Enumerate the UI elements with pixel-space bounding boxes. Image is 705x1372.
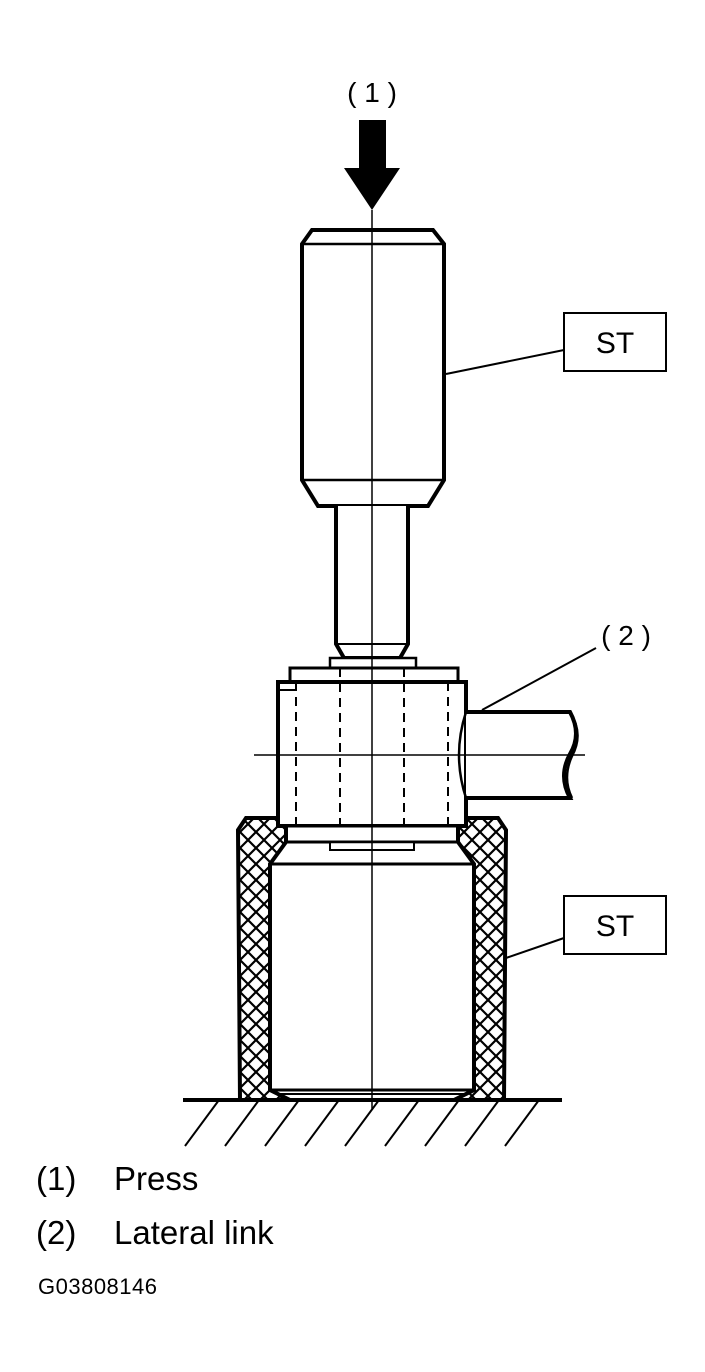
st-lower-label: ST (596, 910, 634, 943)
legend-label: Press (114, 1160, 199, 1197)
st-upper-label: ST (596, 327, 634, 360)
press-base (183, 1098, 562, 1147)
lower-special-tool (235, 816, 509, 1102)
legend-number: (1) (36, 1160, 77, 1197)
st-lower-box (563, 895, 667, 955)
lateral-link-assembly (254, 656, 585, 851)
press-diagram: ( 1 ) (183, 77, 667, 1147)
st-upper-leader (445, 349, 565, 375)
st-upper-box (563, 312, 667, 372)
callout-2-label: ( 2 ) (601, 620, 651, 651)
legend-number: (2) (36, 1214, 77, 1251)
press-arrow-icon (344, 120, 400, 210)
callout-1-label: ( 1 ) (347, 77, 397, 108)
upper-special-tool (300, 228, 446, 660)
st-lower-leader (505, 937, 565, 959)
callout-2-leader (481, 647, 597, 711)
figure-id: G03808146 (38, 1274, 158, 1299)
legend-item-lateral-link: (2) Lateral link (36, 1214, 274, 1252)
legend-item-press: (1) Press (36, 1160, 198, 1198)
legend-label: Lateral link (114, 1214, 274, 1251)
